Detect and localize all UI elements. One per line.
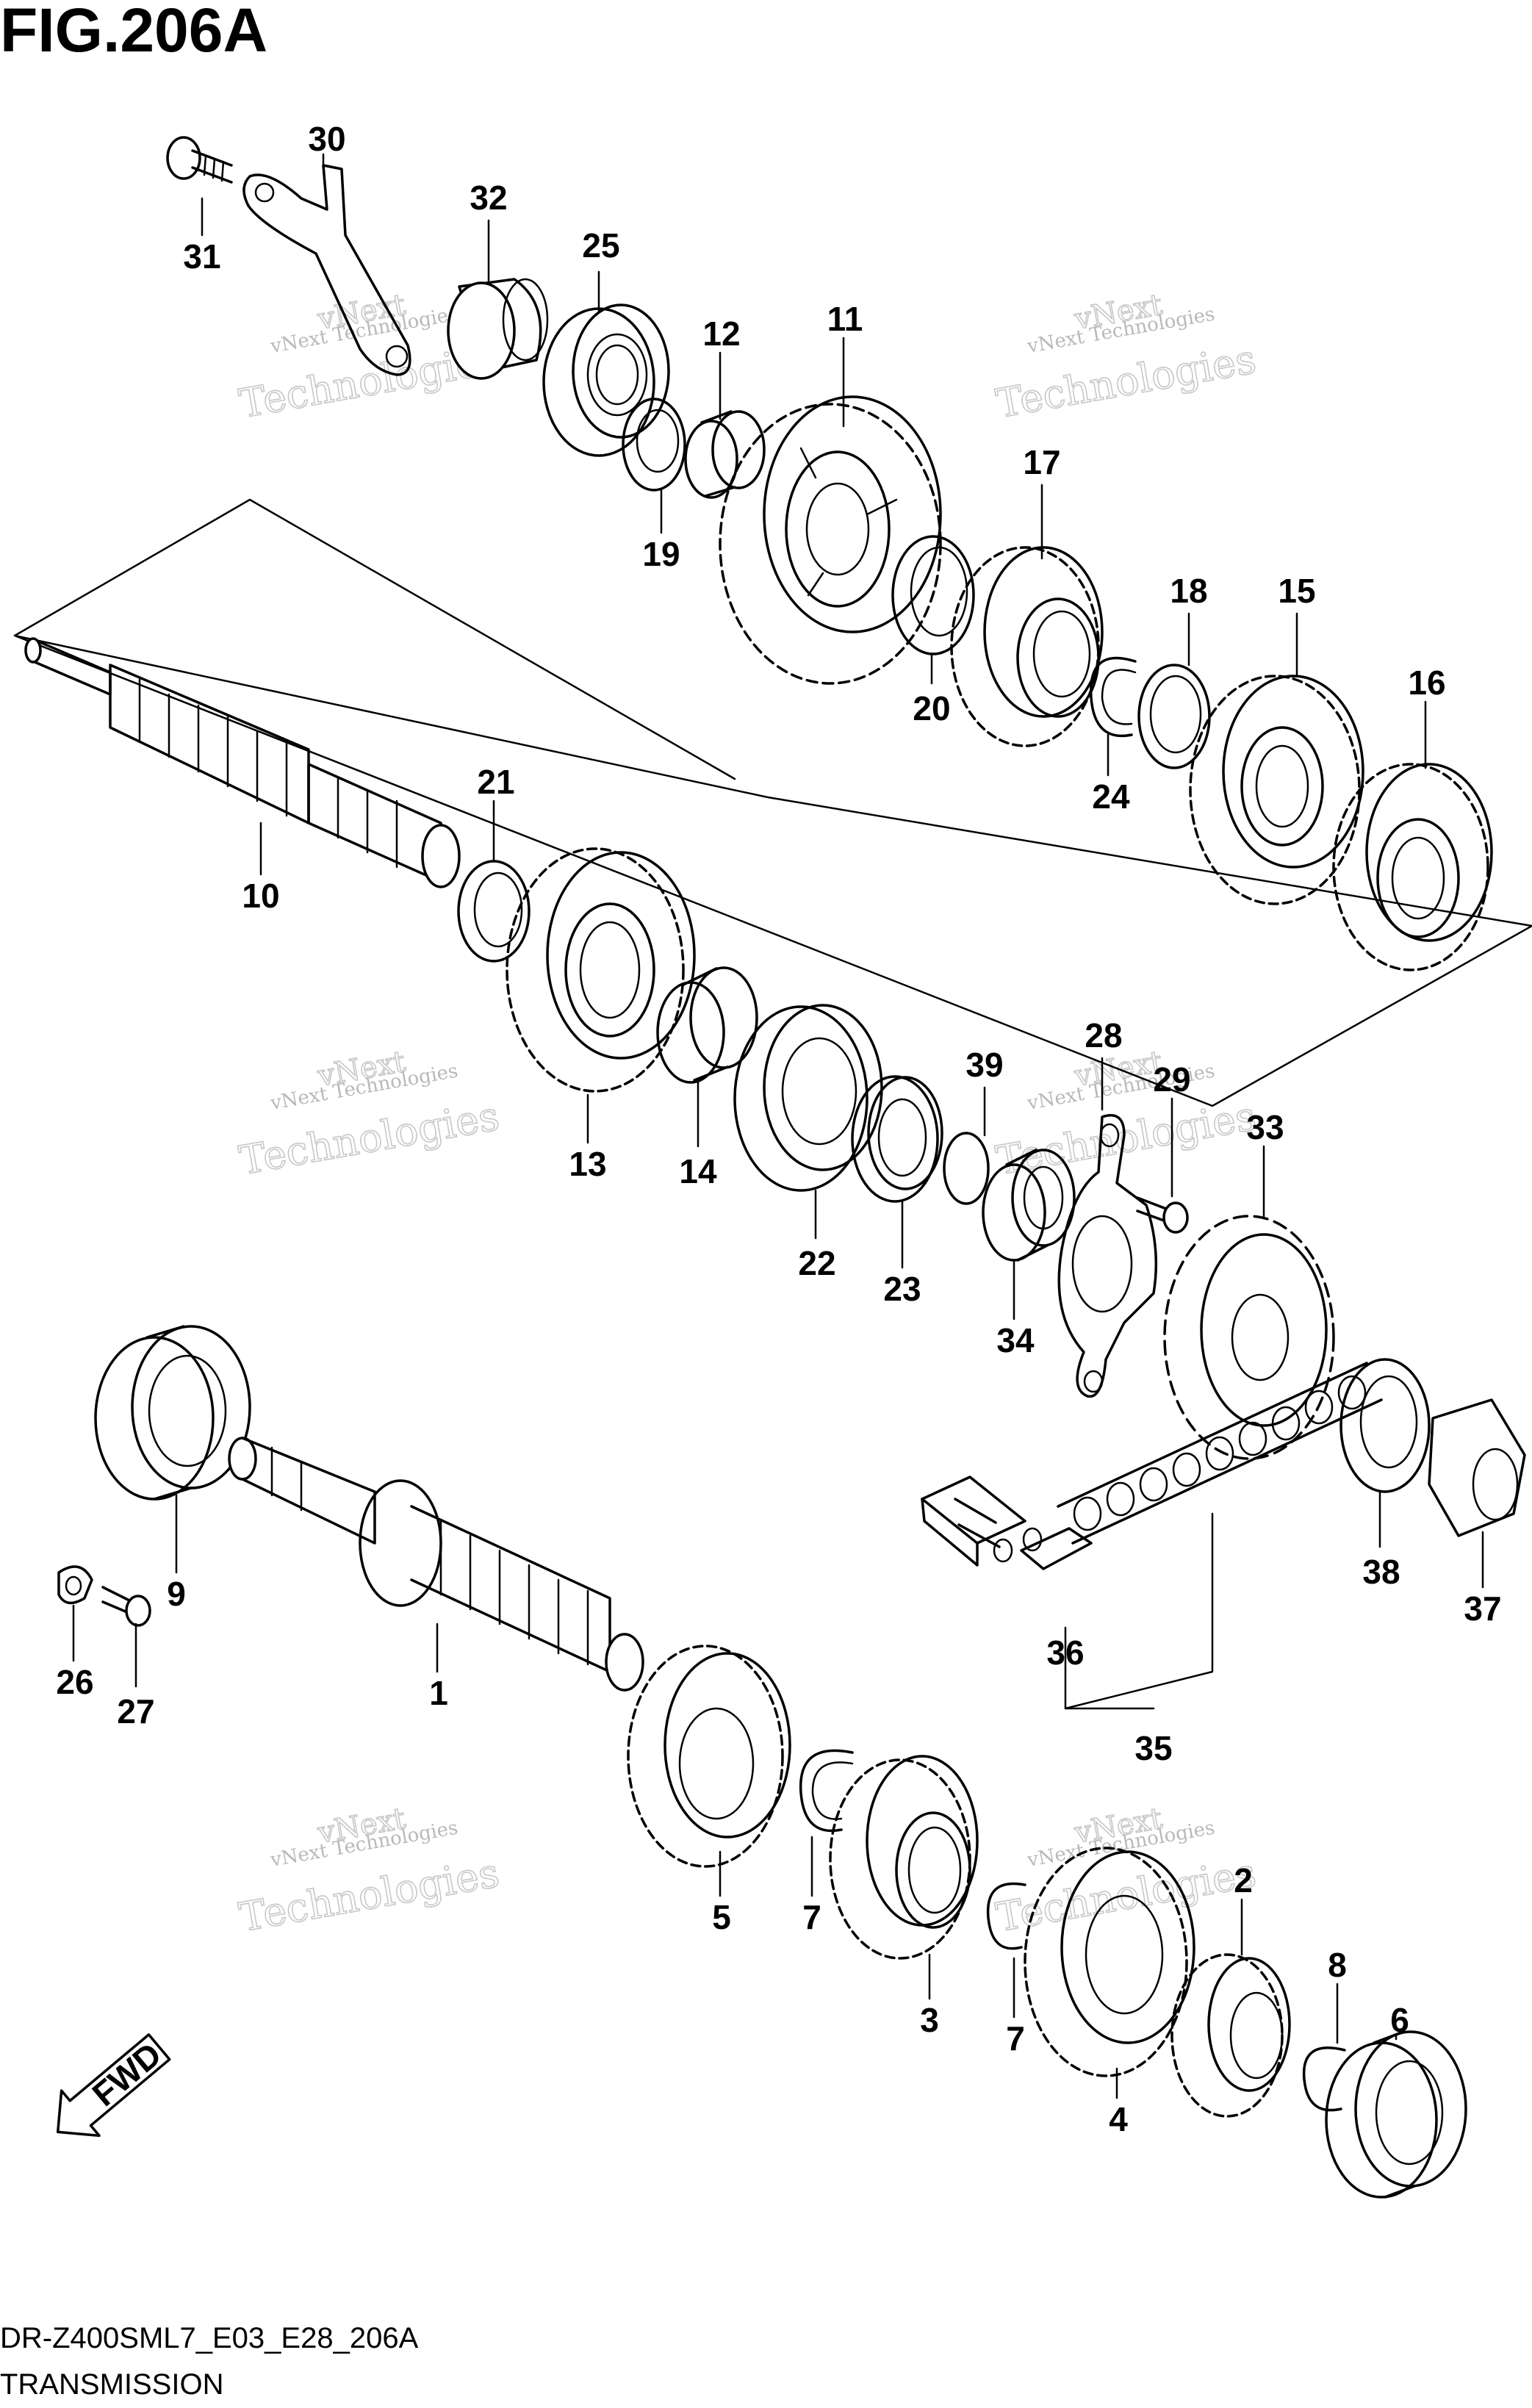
label-part-9: 9	[167, 1575, 186, 1613]
part-35-drive-chain	[1057, 1362, 1383, 1545]
label-part-22: 22	[798, 1244, 835, 1282]
part-22-bearing	[733, 1004, 883, 1192]
label-part-17: 17	[1023, 443, 1060, 481]
label-part-36: 36	[1046, 1634, 1084, 1672]
label-part-14: 14	[679, 1152, 717, 1190]
part-19-washer	[622, 398, 686, 492]
label-part-6: 6	[1390, 2001, 1409, 2039]
label-part-10: 10	[242, 877, 279, 915]
part-8-circlip	[1302, 2046, 1346, 2112]
label-part-25: 25	[582, 226, 619, 265]
part-26-plate	[57, 1565, 93, 1605]
label-part-19: 19	[642, 535, 680, 573]
part-7-circlip-lower	[986, 1882, 1026, 1950]
part-39-o-ring	[943, 1132, 990, 1205]
part-31-screw	[166, 136, 233, 184]
label-part-3: 3	[920, 2001, 939, 2039]
fwd-label: FWD	[85, 2035, 169, 2113]
part-27-screw	[101, 1586, 151, 1627]
label-part-29: 29	[1153, 1060, 1190, 1099]
label-part-15: 15	[1278, 572, 1315, 610]
part-12-bushing	[684, 410, 766, 499]
watermark-5: vNext vNext Technologies Technologies	[235, 1801, 503, 1941]
part-25-bearing	[542, 303, 670, 457]
part-11-gear	[719, 395, 942, 685]
part-17-gear	[950, 546, 1104, 747]
part-5-gear	[627, 1645, 791, 1868]
part-29-screw	[1136, 1196, 1189, 1234]
label-part-21: 21	[477, 763, 514, 801]
label-part-16: 16	[1408, 664, 1445, 702]
part-6-bearing	[1325, 2030, 1467, 2199]
label-part-1: 1	[429, 1674, 448, 1712]
part-10-countershaft	[24, 637, 461, 888]
part-16-gear	[1332, 763, 1493, 971]
part-20-washer	[891, 535, 975, 655]
label-part-20: 20	[913, 689, 950, 727]
part-13-gear	[506, 847, 696, 1093]
figure-title: FIG.206A	[0, 0, 267, 65]
footer-diagram-code: DR-Z400SML7_E03_E28_206A	[0, 2322, 419, 2354]
leader-lines	[72, 153, 1484, 2099]
watermark-group: vNext vNext Technologies Technologies vN…	[235, 287, 1260, 1941]
part-3-gear	[829, 1755, 979, 1960]
watermark-2: vNext vNext Technologies Technologies	[992, 287, 1260, 428]
part-2-gear	[1170, 1953, 1291, 2118]
part-23-oil-seal	[851, 1075, 943, 1203]
label-part-38: 38	[1362, 1553, 1400, 1591]
part-33-sprocket	[1163, 1215, 1335, 1460]
label-part-35: 35	[1134, 1729, 1172, 1767]
part-labels: 30 31 32 25 12 19 11 17 20 18 24 15 16 1…	[56, 120, 1501, 2138]
label-part-39: 39	[965, 1046, 1003, 1084]
part-15-gear	[1189, 675, 1364, 905]
part-36-chain-joint	[921, 1476, 1093, 1570]
label-part-32: 32	[470, 179, 507, 217]
label-part-8: 8	[1328, 1946, 1347, 1984]
label-part-13: 13	[569, 1145, 606, 1183]
part-24-circlip	[1089, 656, 1137, 738]
label-part-34: 34	[996, 1321, 1035, 1359]
part-18-washer	[1137, 664, 1211, 769]
footer-section-name: TRANSMISSION	[0, 2368, 223, 2401]
label-part-18: 18	[1170, 572, 1207, 610]
label-part-37: 37	[1464, 1589, 1501, 1628]
fwd-arrow-icon: FWD	[56, 2033, 171, 2138]
part-9-bearing	[94, 1325, 251, 1500]
part-30-lever	[242, 164, 411, 376]
label-part-7-upper: 7	[802, 1898, 821, 1936]
part-14-bushing	[656, 966, 758, 1084]
countershaft-group-outline	[13, 498, 1532, 1107]
label-part-5: 5	[712, 1898, 731, 1936]
label-part-30: 30	[308, 120, 345, 158]
part-4-gear	[1024, 1847, 1195, 2077]
label-part-23: 23	[883, 1270, 921, 1308]
label-part-31: 31	[183, 237, 220, 276]
label-part-4: 4	[1109, 2100, 1128, 2138]
part-38-lock-washer	[1339, 1358, 1431, 1493]
label-part-24: 24	[1092, 777, 1130, 816]
label-part-7-lower: 7	[1006, 2019, 1025, 2057]
label-part-12: 12	[702, 315, 740, 353]
label-part-26: 26	[56, 1663, 93, 1701]
watermark-3: vNext vNext Technologies Technologies	[235, 1044, 503, 1185]
watermark-6: vNext vNext Technologies Technologies	[992, 1801, 1260, 1941]
part-28-plate	[1057, 1114, 1158, 1398]
label-part-27: 27	[117, 1692, 154, 1730]
label-part-11: 11	[827, 300, 863, 338]
label-part-2: 2	[1234, 1861, 1253, 1900]
part-37-nut	[1428, 1398, 1526, 1537]
part-1-driveshaft	[228, 1437, 644, 1692]
part-32-bushing	[447, 278, 549, 380]
label-part-33: 33	[1246, 1108, 1284, 1146]
label-part-28: 28	[1085, 1016, 1122, 1054]
part-7-circlip-upper	[799, 1749, 854, 1833]
